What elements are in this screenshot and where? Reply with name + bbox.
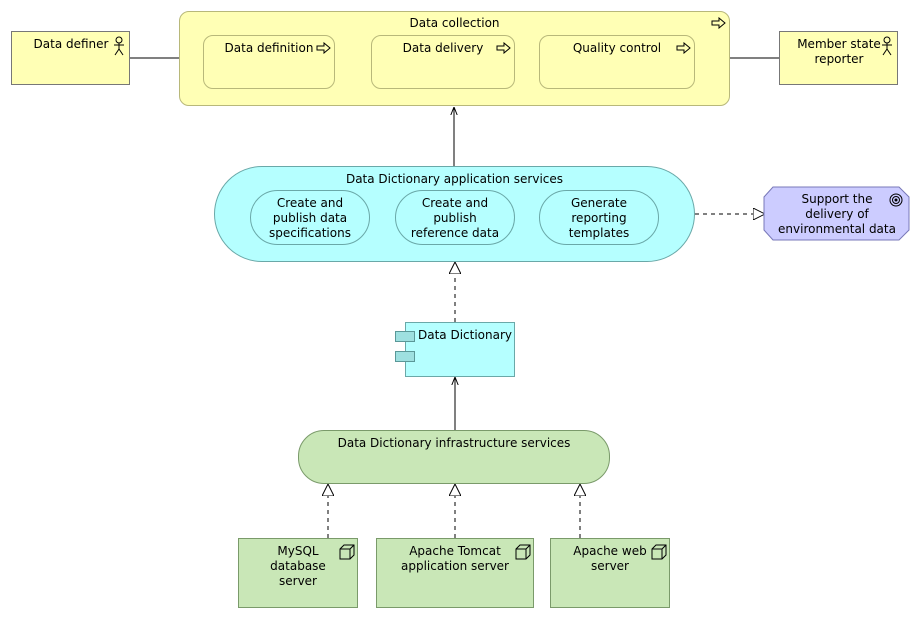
node-label: MySQL xyxy=(277,544,319,558)
actor-reporter-label-2: reporter xyxy=(814,52,864,66)
actor-member-state-reporter[interactable]: Member state reporter xyxy=(779,31,898,85)
component-tab-icon xyxy=(395,351,415,362)
process-step-data-definition[interactable]: Data definition xyxy=(203,35,335,89)
app-service-label: reporting xyxy=(571,211,627,225)
app-service-generate-templates[interactable]: Generate reporting templates xyxy=(539,190,659,245)
process-arrow-icon xyxy=(496,42,511,54)
node-icon xyxy=(339,544,355,560)
node-apache-tomcat[interactable]: Apache Tomcat application server xyxy=(376,538,534,608)
process-arrow-icon xyxy=(711,17,726,29)
actor-data-definer[interactable]: Data definer xyxy=(11,31,130,85)
app-service-label: Create and xyxy=(276,196,344,210)
node-label: Apache Tomcat xyxy=(409,544,501,558)
component-label: Data Dictionary xyxy=(417,328,512,342)
goal-label-1: Support the xyxy=(801,192,873,206)
process-step-label: Data delivery xyxy=(402,41,484,55)
process-data-collection[interactable]: Data collection Data definition Data del… xyxy=(179,11,730,106)
process-step-label: Data definition xyxy=(224,41,314,55)
app-service-label: publish xyxy=(433,211,477,225)
goal-support-delivery[interactable] xyxy=(763,186,911,242)
actor-icon xyxy=(882,36,892,56)
process-title: Data collection xyxy=(409,16,500,30)
process-step-data-delivery[interactable]: Data delivery xyxy=(371,35,515,89)
process-arrow-icon xyxy=(676,42,691,54)
app-services-group[interactable]: Data Dictionary application services Cre… xyxy=(214,166,695,262)
node-label: server xyxy=(279,574,317,588)
node-apache-web[interactable]: Apache web server xyxy=(550,538,670,608)
node-label: Apache web xyxy=(573,544,647,558)
goal-label-3: environmental data xyxy=(778,222,896,236)
process-arrow-icon xyxy=(316,42,331,54)
component-tab-icon xyxy=(395,331,415,342)
node-label: database xyxy=(270,559,326,573)
node-label: server xyxy=(591,559,629,573)
app-service-create-publish-refdata[interactable]: Create and publish reference data xyxy=(395,190,515,245)
node-icon xyxy=(651,544,667,560)
process-step-quality-control[interactable]: Quality control xyxy=(539,35,695,89)
node-icon xyxy=(515,544,531,560)
infra-service-label: Data Dictionary infrastructure services xyxy=(337,436,571,450)
goal-target-icon xyxy=(889,193,903,207)
actor-reporter-label-1: Member state xyxy=(797,37,881,51)
actor-icon xyxy=(114,36,124,56)
component-data-dictionary[interactable]: Data Dictionary xyxy=(405,322,515,377)
process-step-label: Quality control xyxy=(572,41,662,55)
app-service-create-publish-specs[interactable]: Create and publish data specifications xyxy=(250,190,370,245)
node-mysql[interactable]: MySQL database server xyxy=(238,538,358,608)
app-service-label: reference data xyxy=(410,226,500,240)
app-service-label: Create and xyxy=(421,196,489,210)
app-service-label: templates xyxy=(568,226,630,240)
node-label: application server xyxy=(401,559,509,573)
app-service-label: publish data xyxy=(272,211,348,225)
actor-data-definer-label: Data definer xyxy=(33,37,109,51)
app-service-label: specifications xyxy=(269,226,351,240)
goal-label-2: delivery of xyxy=(805,207,869,221)
app-services-title: Data Dictionary application services xyxy=(345,172,564,186)
app-service-label: Generate xyxy=(570,196,628,210)
infra-service[interactable]: Data Dictionary infrastructure services xyxy=(298,430,610,484)
